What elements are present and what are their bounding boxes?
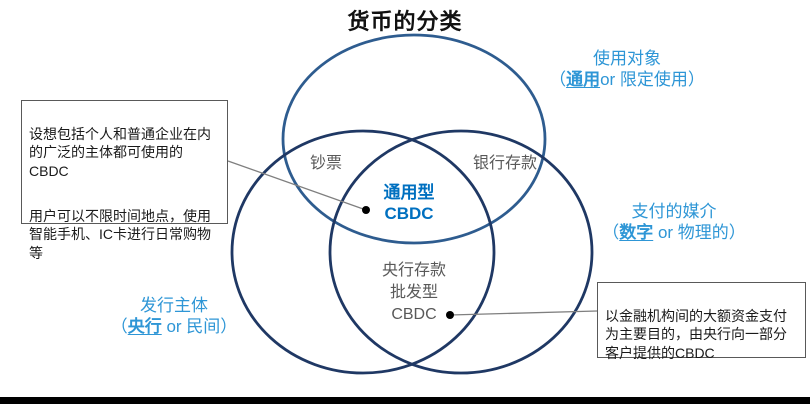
axis-label-issuer-keyword: 央行 (127, 317, 162, 336)
region-general-cbdc: 通用型 CBDC (383, 183, 435, 223)
axis-label-payment: 支付的媒介 （数字 or 物理的） (602, 201, 746, 243)
axis-label-usage-line2: （通用or 限定使用） (549, 69, 705, 90)
bottom-divider-bar (0, 397, 810, 404)
region-bank-deposits: 银行存款 (472, 155, 538, 172)
payment-circle (328, 129, 594, 375)
axis-label-issuer: 发行主体 （央行 or 民间） (111, 295, 238, 337)
general-cbdc-callout-paragraph-2: 用户可以不限时间地点，使用 智能手机、IC卡进行日常购物 等 (29, 207, 211, 261)
axis-label-issuer-line1: 发行主体 (140, 296, 208, 315)
axis-label-usage-keyword: 通用 (566, 70, 601, 89)
general-cbdc-callout-paragraph-1: 设想包括个人和普通企业在内 的广泛的主体都可使用的 CBDC (29, 125, 211, 179)
wholesale-cbdc-callout: 以金融机构间的大额资金支付 为主要目的，由央行向一部分 客户提供的CBDC (597, 282, 806, 361)
region-banknotes: 钞票 (309, 155, 343, 172)
wholesale-callout-dot (446, 311, 454, 319)
axis-label-usage-line1: 使用对象 (593, 49, 661, 68)
issuer-circle (230, 129, 496, 375)
axis-label-payment-keyword: 数字 (619, 223, 654, 242)
page-title: 货币的分类 (347, 9, 463, 34)
axis-label-payment-line1: 支付的媒介 (631, 202, 717, 221)
wholesale-callout-connector (449, 310, 598, 316)
usage-circle (281, 33, 547, 245)
region-wholesale-cbdc: 央行存款 批发型 CBDC (381, 262, 447, 323)
axis-label-usage: 使用对象 （通用or 限定使用） (549, 48, 705, 90)
wholesale-cbdc-callout-paragraph-1: 以金融机构间的大额资金支付 为主要目的，由央行向一部分 客户提供的CBDC (605, 307, 787, 361)
paren: （ (602, 223, 620, 242)
axis-label-usage-rest: or 限定使用） (600, 70, 705, 89)
general-callout-connector (227, 160, 367, 211)
axis-label-issuer-line2: （央行 or 民间） (111, 316, 238, 337)
paren: （ (549, 70, 567, 89)
paren: （ (110, 317, 128, 336)
axis-label-issuer-rest: or 民间） (161, 317, 238, 336)
general-cbdc-callout: 设想包括个人和普通企业在内 的广泛的主体都可使用的 CBDC 用户可以不限时间地… (21, 100, 228, 261)
axis-label-payment-line2: （数字 or 物理的） (602, 222, 746, 243)
axis-label-payment-rest: or 物理的） (653, 223, 746, 242)
general-callout-dot (362, 206, 370, 214)
